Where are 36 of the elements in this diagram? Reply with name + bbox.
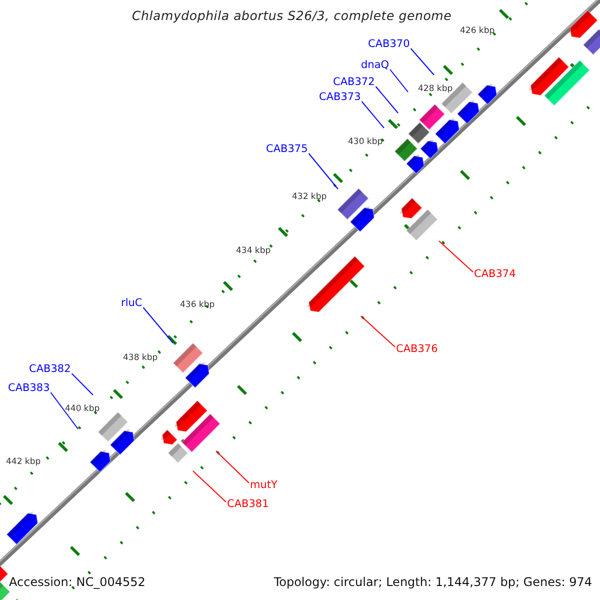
gene-label: CAB383 [8, 383, 50, 394]
scale-label: 436 kbp [180, 301, 215, 310]
title: Chlamydophila abortus S26/3, complete genome [132, 10, 452, 22]
leader-line [410, 48, 434, 76]
leader-line [192, 470, 226, 502]
gene-label: CAB376 [396, 344, 438, 354]
scale-label: 432 kbp [292, 193, 327, 202]
gene-label: CAB370 [368, 39, 410, 50]
leader-line [216, 450, 250, 484]
gene-label: rluC [121, 298, 142, 308]
leader-line [308, 153, 338, 190]
scale-label: 426 kbp [460, 27, 495, 36]
accession-text: Accession: NC_004552 [9, 576, 146, 588]
leader-line [375, 86, 398, 114]
gene-label: CAB375 [266, 144, 308, 154]
leader-line [390, 69, 408, 92]
leader-line [360, 316, 396, 348]
scale-label: 434 kbp [236, 247, 271, 256]
gene-label: CAB382 [29, 364, 71, 374]
leader-line [50, 392, 78, 430]
gene-label: CAB381 [227, 499, 269, 510]
leader-line [142, 307, 174, 344]
scale-label: 442 kbp [6, 458, 41, 466]
leader-line [361, 101, 384, 128]
leader-line [438, 240, 474, 272]
gene-label: dnaQ [361, 60, 390, 70]
gene-label: mutY [250, 480, 278, 490]
gene-label: CAB374 [474, 269, 516, 280]
gene-label: CAB373 [319, 92, 361, 102]
leader-line [71, 373, 94, 396]
genome-info-text: Topology: circular; Length: 1,144,377 bp; Genes: 974 [274, 576, 592, 588]
scale-label: 428 kbp [418, 85, 453, 94]
gene-label: CAB372 [333, 77, 375, 88]
scale-label: 438 kbp [123, 354, 158, 362]
scale-label: 430 kbp [348, 138, 383, 146]
scale-label: 440 kbp [65, 405, 100, 414]
